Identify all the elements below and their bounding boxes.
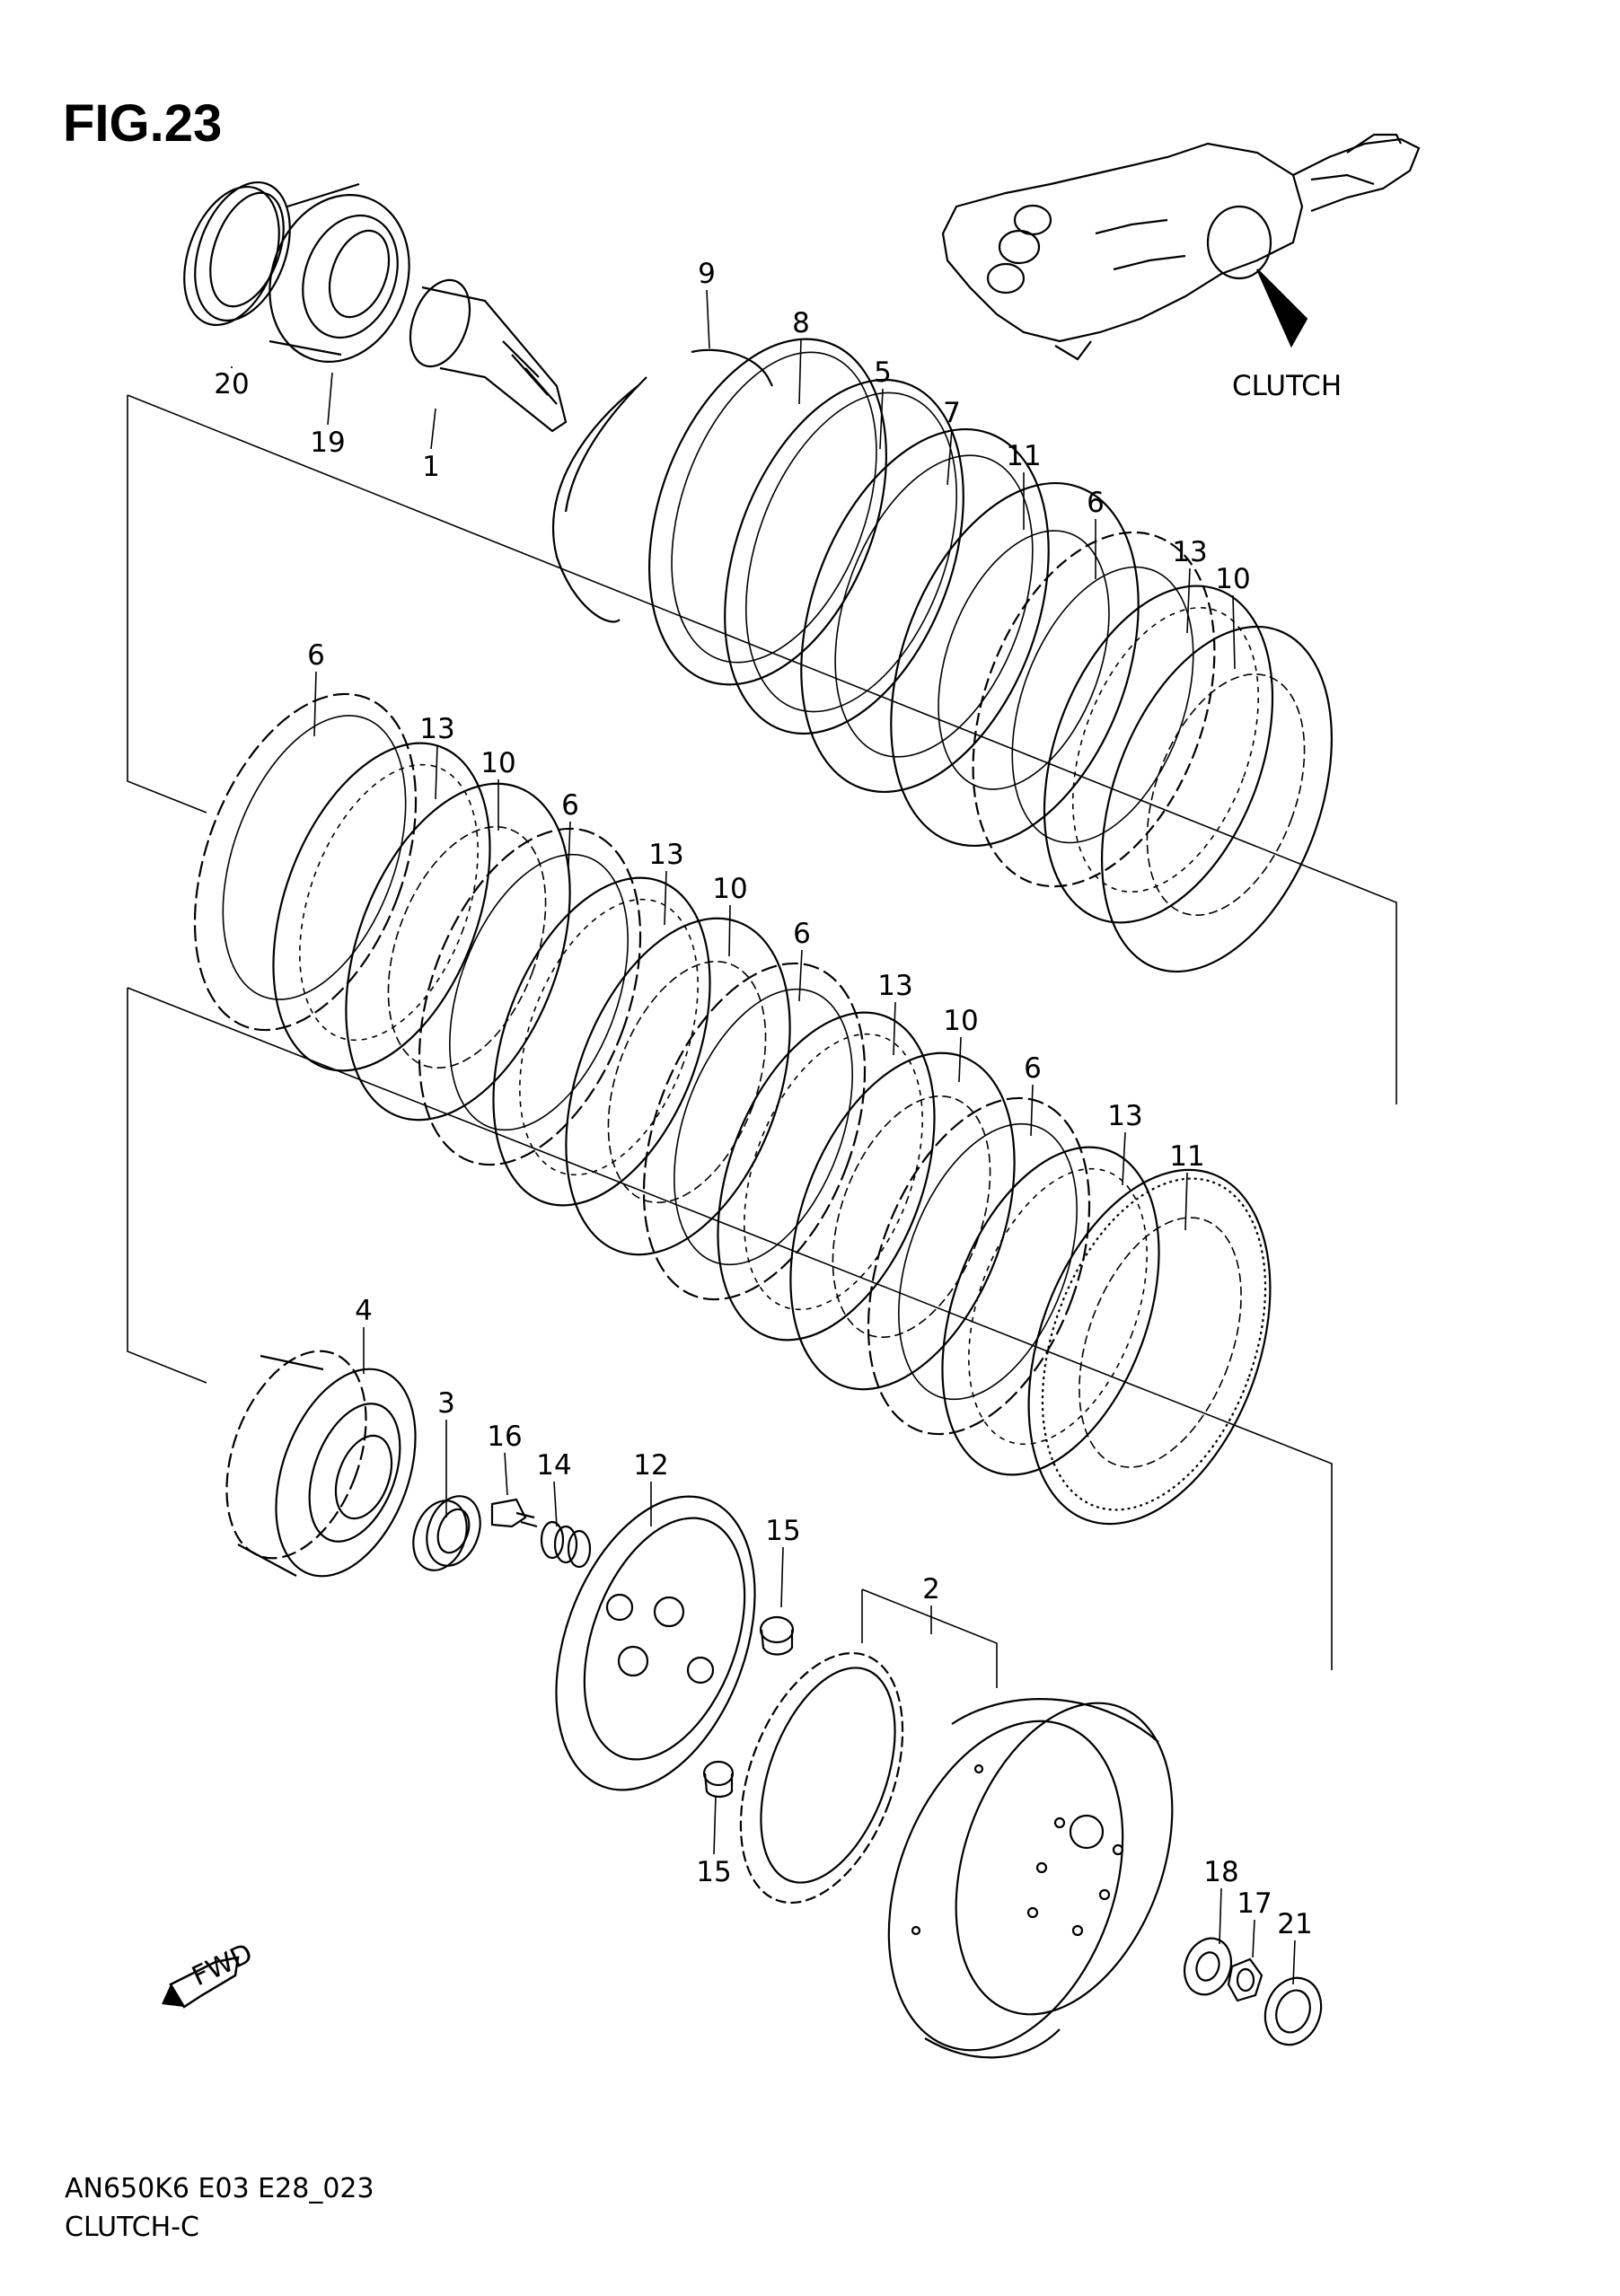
- lower-group-bracket: [127, 987, 1333, 1670]
- section-name: CLUTCH-C: [65, 2212, 199, 2243]
- leader-line-p13d: [893, 1001, 896, 1056]
- roller-part-15b: [702, 1760, 735, 1799]
- part-label-p7: 7: [943, 397, 961, 429]
- plate-part-7: [800, 427, 1050, 794]
- part-label-p2: 2: [922, 1573, 940, 1605]
- plate-stack-middle: [193, 692, 936, 1342]
- leader-lines: [231, 289, 1296, 1985]
- leader-line-p6d: [798, 949, 803, 1002]
- part-label-p20: 20: [214, 368, 249, 400]
- leader-line-p10d: [958, 1036, 962, 1083]
- clutch-callout-label: CLUTCH: [1232, 370, 1342, 402]
- leader-line-p6e: [1030, 1084, 1034, 1137]
- part-label-p15a: 15: [765, 1515, 800, 1547]
- part-label-p17: 17: [1237, 1887, 1272, 1920]
- part-label-p1: 1: [422, 451, 440, 483]
- wire-ring: [551, 376, 647, 623]
- spring-washer-part-8: [648, 338, 887, 686]
- part-label-p16: 16: [487, 1421, 522, 1453]
- engine-assembly-illustration: [941, 133, 1421, 361]
- part-2-bracket: [861, 1588, 998, 1688]
- part-number-labels: 2019198571161310613106131061310613114316…: [214, 258, 1312, 1940]
- part-label-p13b: 13: [419, 713, 454, 745]
- part-label-p6a: 6: [1087, 487, 1105, 519]
- fwd-text: FWD: [188, 1938, 258, 1993]
- leader-line-p13c: [664, 870, 667, 926]
- leader-line-p6b: [313, 671, 317, 737]
- leader-line-p13a: [1186, 567, 1191, 634]
- leader-line-p16: [504, 1452, 508, 1496]
- leader-line-p10c: [728, 904, 731, 957]
- part-label-p10a: 10: [1215, 563, 1250, 595]
- part-label-p10b: 10: [480, 747, 515, 779]
- part-label-p13d: 13: [877, 970, 912, 1002]
- part-label-p15b: 15: [696, 1856, 731, 1888]
- part-label-p13a: 13: [1172, 536, 1207, 568]
- forward-direction-badge: FWD: [162, 1938, 258, 2009]
- leader-line-p18: [1219, 1887, 1222, 1945]
- part-label-p18: 18: [1203, 1856, 1238, 1888]
- oil-seal-part-20: [183, 180, 291, 327]
- part-label-p10c: 10: [712, 873, 747, 905]
- part-label-p8: 8: [792, 307, 810, 339]
- part-label-p11a: 11: [1006, 440, 1041, 472]
- part-label-p6b: 6: [307, 639, 325, 672]
- one-way-clutch-part-2: [739, 1651, 904, 1905]
- leader-line-p9: [706, 289, 710, 349]
- part-label-p3: 3: [437, 1387, 455, 1420]
- clip-part-9: [691, 348, 773, 387]
- spring-seat-part-5: [724, 378, 964, 735]
- leader-line-p15b: [713, 1795, 717, 1855]
- leader-line-p6c: [568, 821, 571, 867]
- leader-line-p1: [430, 408, 436, 450]
- sleeve-hub-part-4: [225, 1350, 417, 1578]
- part-label-p6c: 6: [561, 789, 579, 822]
- part-label-p21: 21: [1277, 1908, 1312, 1940]
- washer-part-18: [1183, 1937, 1233, 1996]
- part-label-p14: 14: [536, 1449, 571, 1482]
- part-label-p12: 12: [633, 1449, 668, 1482]
- leader-line-p14: [553, 1481, 558, 1527]
- part-label-p10d: 10: [943, 1005, 978, 1037]
- bolt-part-16: [490, 1498, 538, 1528]
- spacer-part-3: [412, 1495, 481, 1571]
- part-label-p6d: 6: [793, 918, 811, 950]
- part-label-p6e: 6: [1024, 1052, 1042, 1085]
- bearing-part-19: [269, 182, 410, 363]
- spring-part-14: [540, 1520, 592, 1569]
- part-label-p4: 4: [355, 1295, 373, 1327]
- leader-line-p8: [798, 339, 802, 405]
- upper-group-bracket: [127, 394, 1397, 1104]
- pressure-plate-part-12: [555, 1495, 756, 1791]
- shaft-part-1: [409, 278, 568, 433]
- part-label-p9: 9: [698, 258, 716, 290]
- figure-title: FIG.23: [63, 94, 222, 153]
- leader-line-p7: [946, 428, 953, 486]
- part-label-p19: 19: [310, 427, 345, 459]
- leader-line-p19: [327, 372, 333, 426]
- clutch-housing: [887, 1698, 1174, 2059]
- model-code: AN650K6 E03 E28_023: [65, 2173, 374, 2204]
- part-label-p5: 5: [874, 356, 892, 389]
- plate-stack-upper: [890, 481, 1333, 973]
- nut-part-17: [1227, 1957, 1263, 2002]
- part-label-p13c: 13: [648, 839, 683, 871]
- leader-line-p10a: [1232, 594, 1236, 670]
- roller-part-15a: [759, 1615, 795, 1656]
- leader-line-p21: [1292, 1940, 1296, 1985]
- part-label-p11b: 11: [1169, 1140, 1204, 1173]
- leader-line-p13e: [1122, 1131, 1126, 1186]
- leader-line-p15a: [780, 1546, 784, 1608]
- leader-line-p13b: [435, 744, 438, 800]
- leader-line-p5: [879, 388, 884, 450]
- leader-line-p11b: [1184, 1172, 1188, 1231]
- part-label-p13e: 13: [1107, 1100, 1142, 1132]
- leader-line-p17: [1252, 1919, 1255, 1958]
- plate-stack-lower: [789, 1051, 1272, 1526]
- clutch-pointer-arrow: [1256, 268, 1308, 348]
- bearing-part-21: [1263, 1976, 1323, 2046]
